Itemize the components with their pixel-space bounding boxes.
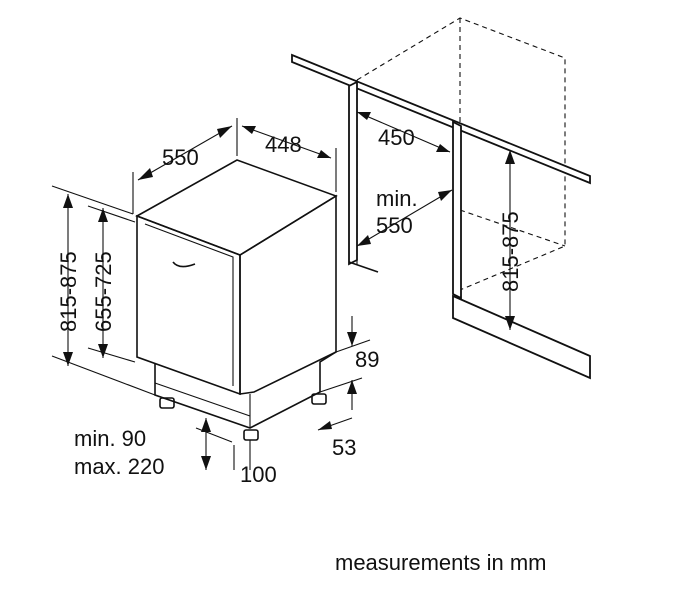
unit-feet <box>159 393 327 441</box>
dim-depth-448: 448 <box>265 132 302 157</box>
dim-niche-height: 815-875 <box>498 211 523 292</box>
dim-niche-min-label: min. <box>376 186 418 211</box>
unit-front-door <box>136 214 241 396</box>
dimension-lines <box>51 111 515 470</box>
dim-niche-min-value: 550 <box>376 213 413 238</box>
unit-top-face <box>135 159 338 256</box>
dim-width-550: 550 <box>162 145 199 170</box>
unit-plinth <box>154 351 337 429</box>
dim-plinth-53: 53 <box>332 435 356 460</box>
installation-niche <box>291 17 591 380</box>
dim-height-door: 655-725 <box>91 251 116 332</box>
dishwasher-unit <box>135 159 338 441</box>
dim-height-left: 815-875 <box>56 251 81 332</box>
dim-plinth-89: 89 <box>355 347 379 372</box>
dim-plinth-max: max. 220 <box>74 454 165 479</box>
door-handle <box>172 261 196 268</box>
niche-right-panel <box>452 120 462 300</box>
dim-niche-depth-450: 450 <box>378 125 415 150</box>
unit-side-face <box>239 194 337 395</box>
units-note: measurements in mm <box>335 550 547 575</box>
niche-side-panel <box>348 80 358 266</box>
worktop <box>291 53 591 185</box>
niche-floor <box>452 294 591 380</box>
dim-plinth-100: 100 <box>240 462 277 487</box>
dim-plinth-min: min. 90 <box>74 426 146 451</box>
